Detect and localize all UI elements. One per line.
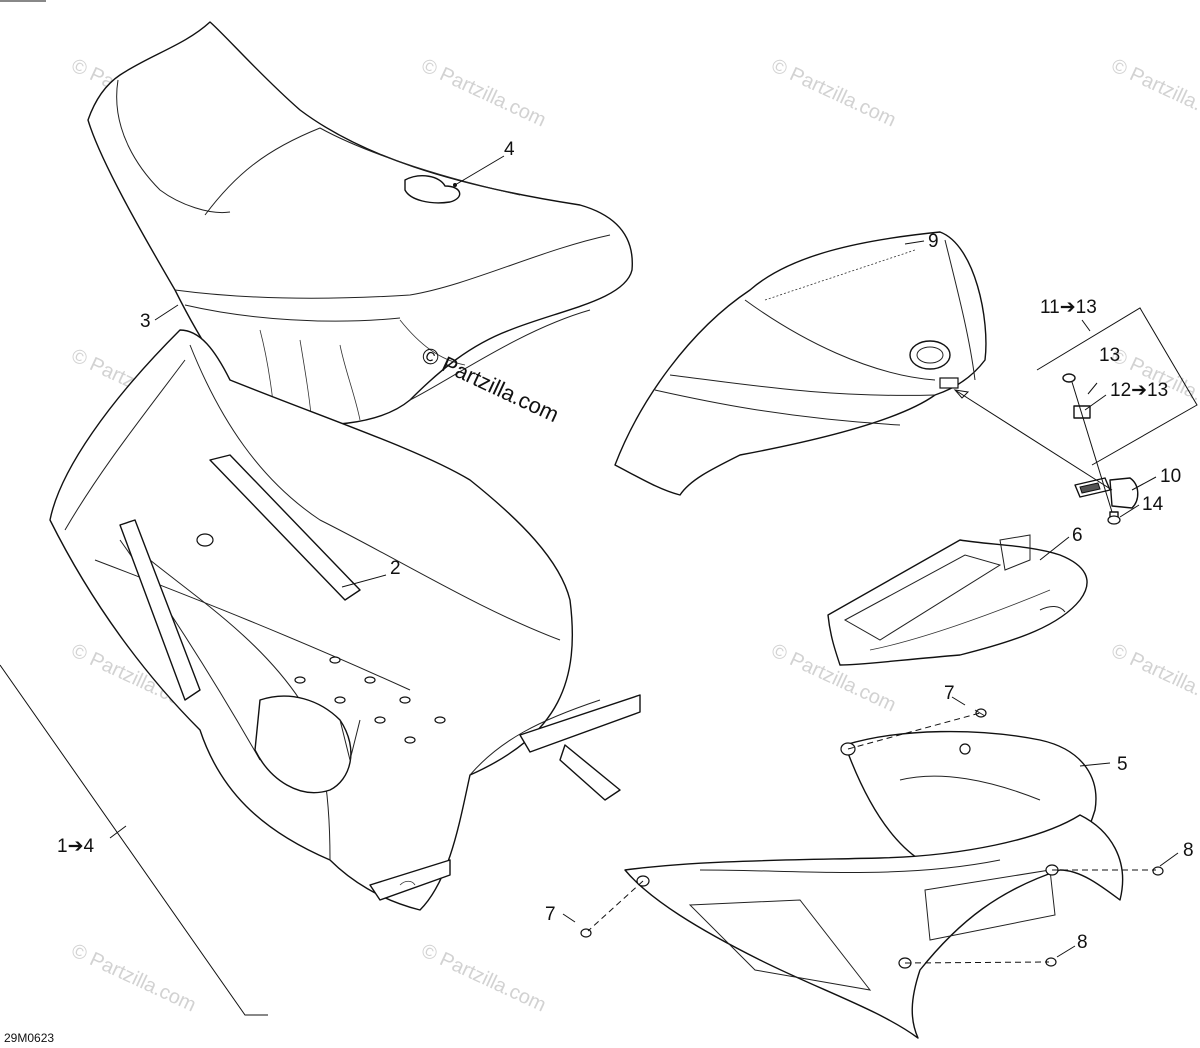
callout-14[interactable]: 14	[1142, 494, 1164, 515]
group-bracket-1-4	[0, 664, 268, 1016]
watermark-faint: © Partzilla.com	[1108, 55, 1200, 132]
part-2-seat-base[interactable]	[49, 329, 641, 911]
part-3-seat[interactable]	[87, 21, 633, 426]
callout-8-right[interactable]: 8	[1183, 840, 1194, 861]
part-8-screw-right[interactable]	[1152, 866, 1164, 876]
watermark-faint: © Partzilla.com	[1108, 640, 1200, 717]
callout-11-13[interactable]: 11➔13	[1040, 297, 1097, 318]
callout-5[interactable]: 5	[1117, 754, 1128, 775]
part-5-side-panel[interactable]	[624, 730, 1124, 1039]
watermark-faint: © Partzilla.com	[418, 940, 549, 1017]
assembly-lines	[587, 381, 1156, 964]
callout-8-bottom[interactable]: 8	[1077, 932, 1088, 953]
part-14-screw[interactable]	[1107, 511, 1121, 525]
leader-lines	[154, 155, 1179, 958]
callout-4[interactable]: 4	[504, 139, 515, 160]
part-9-rear-cover[interactable]	[614, 231, 987, 496]
watermark-faint: © Partzilla.com	[768, 55, 899, 132]
callout-10[interactable]: 10	[1160, 466, 1181, 487]
callout-1-4[interactable]: 1➔4	[57, 836, 94, 857]
callout-labels: 1➔4 2 3 4 5 6 7 7 8 8 9 10 11➔13 12➔13 1…	[57, 139, 1194, 953]
part-7-screw-upper[interactable]	[974, 708, 987, 718]
callout-2[interactable]: 2	[390, 558, 401, 579]
callout-12-13[interactable]: 12➔13	[1110, 380, 1168, 401]
part-6-tray[interactable]	[827, 534, 1088, 666]
callout-9[interactable]: 9	[928, 231, 939, 252]
part-13-nut[interactable]	[1062, 373, 1076, 383]
watermark-faint: © Partzilla.com	[68, 940, 199, 1017]
watermark-faint: © Partzilla.com	[418, 55, 549, 132]
diagram-code: 29M0623	[4, 1031, 54, 1045]
callout-7-upper[interactable]: 7	[944, 683, 955, 704]
callout-3[interactable]: 3	[140, 311, 151, 332]
callout-13[interactable]: 13	[1099, 345, 1120, 366]
callout-6[interactable]: 6	[1072, 525, 1083, 546]
callout-7-lower[interactable]: 7	[545, 904, 556, 925]
group-bracket-11-13	[1036, 307, 1198, 466]
